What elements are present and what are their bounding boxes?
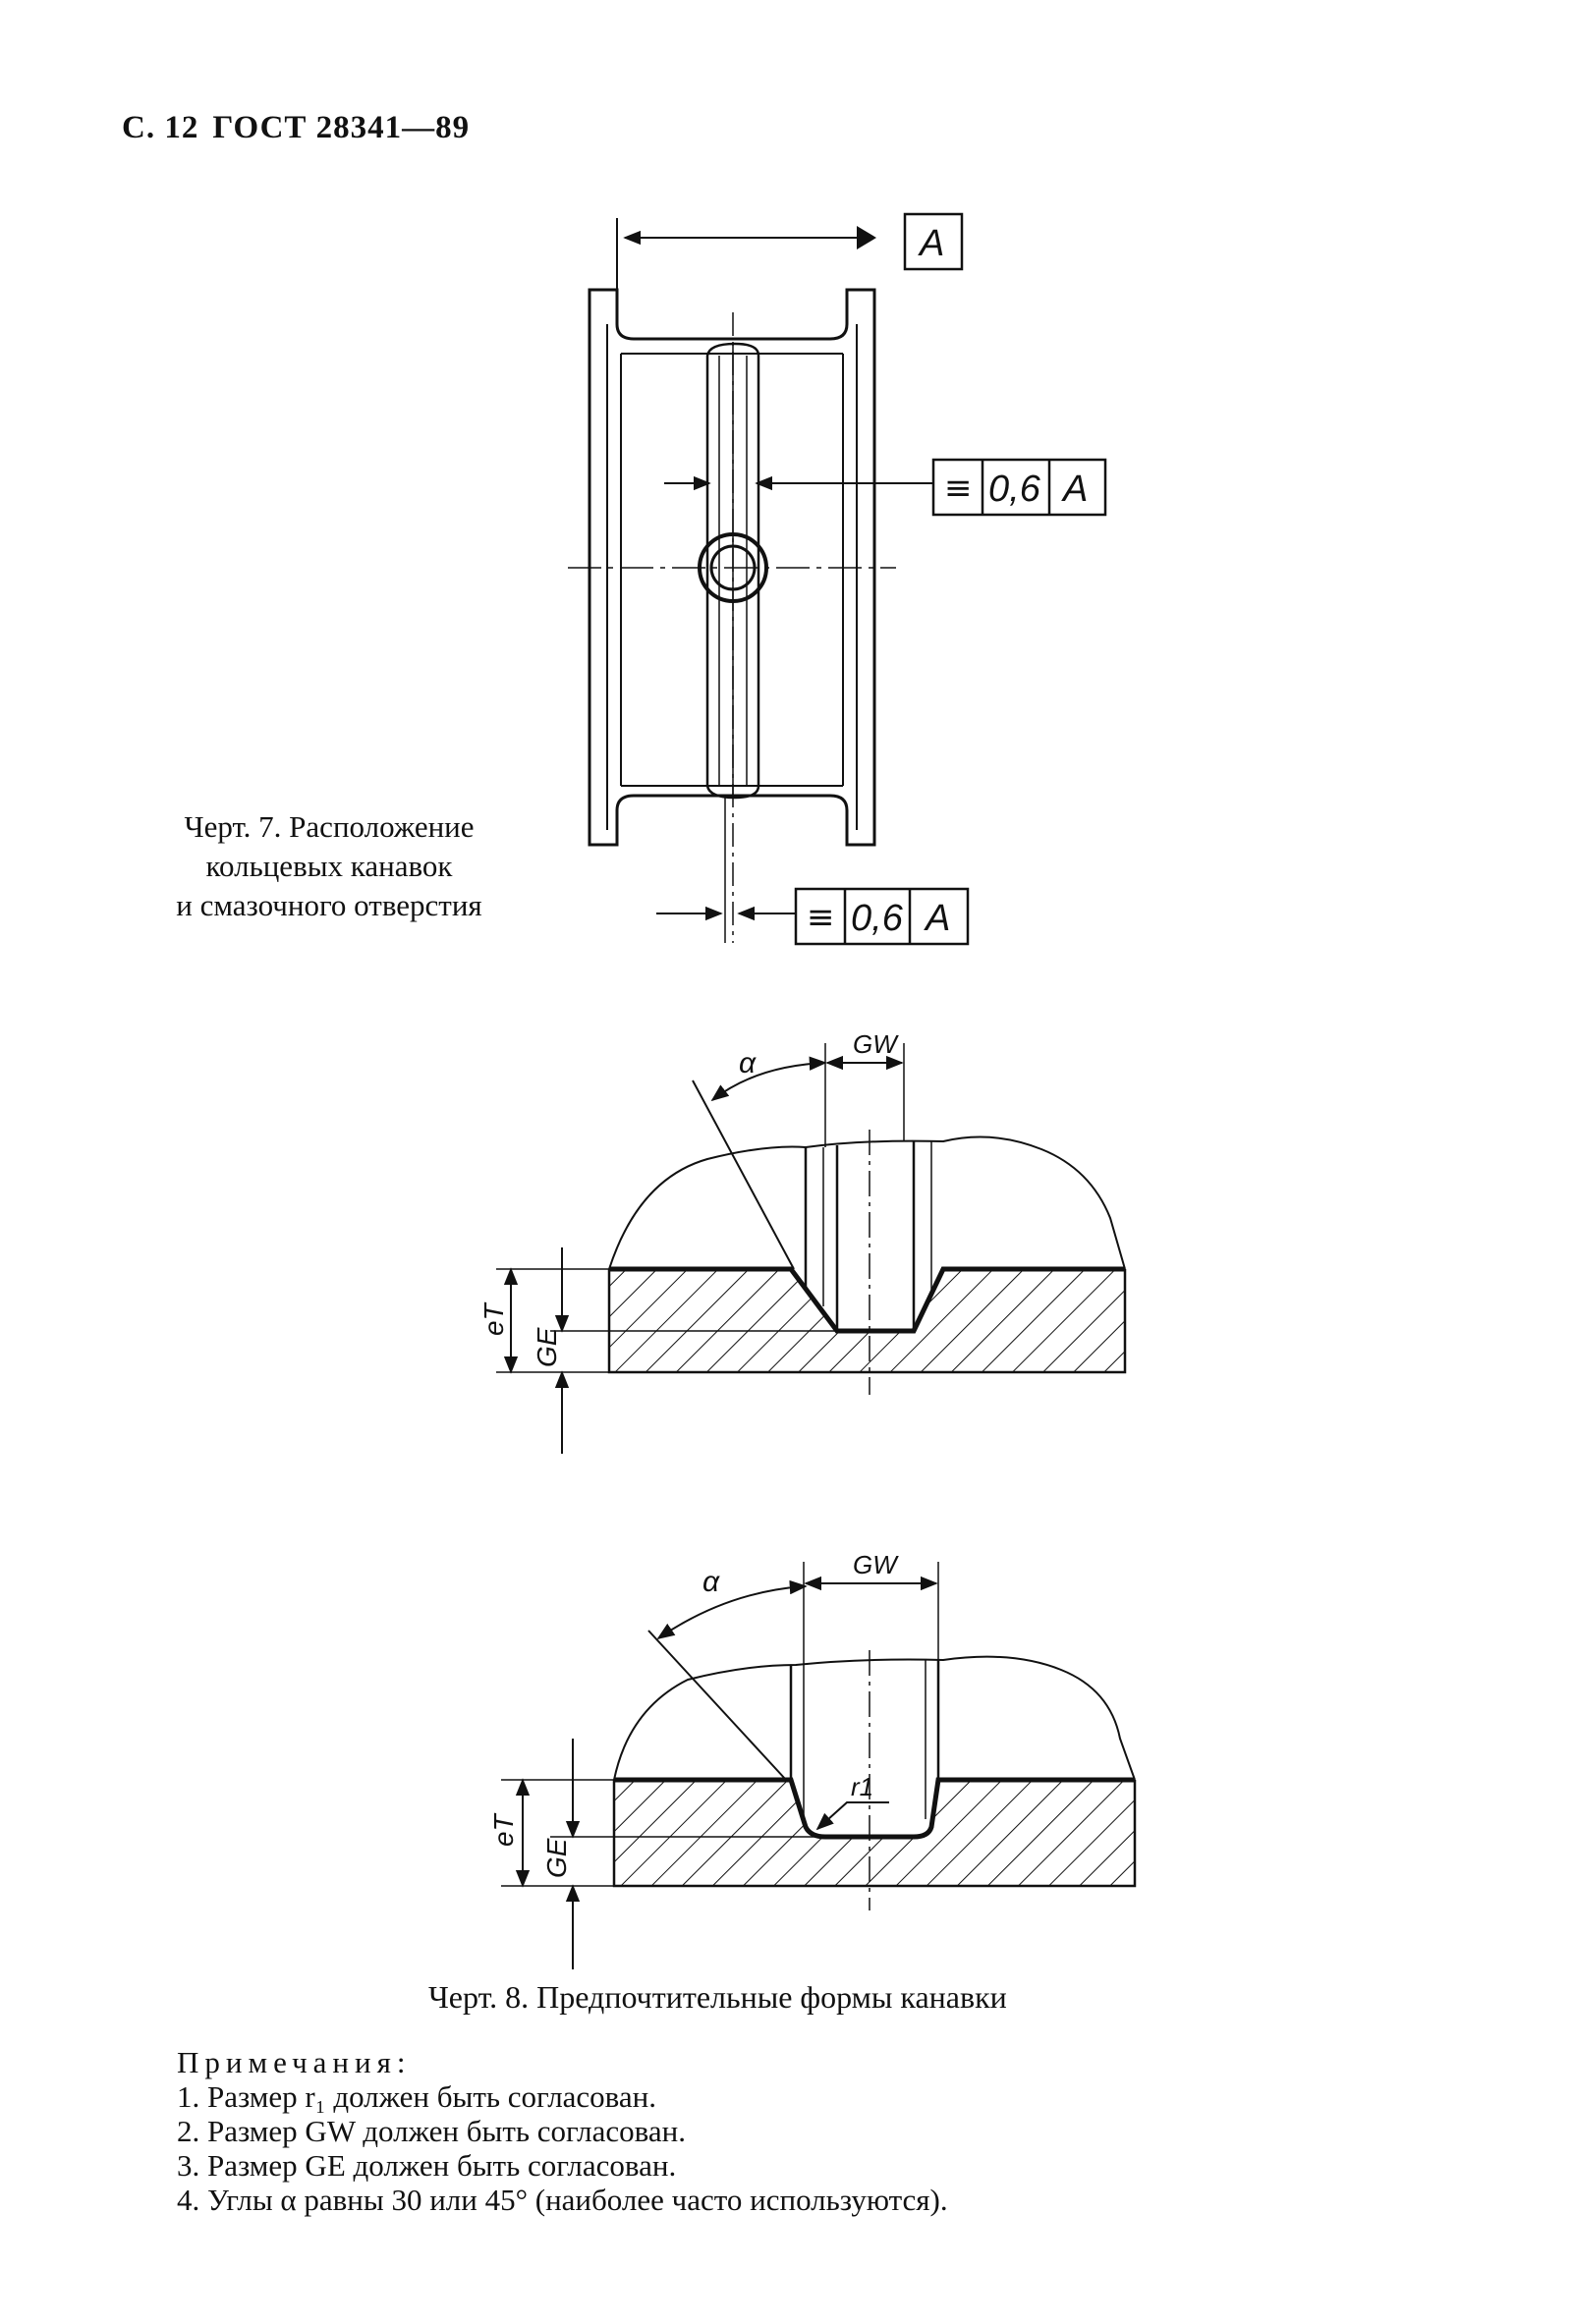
fig8-lower-labels: α GW r1 eT GE <box>488 1550 899 1878</box>
fig8-lower-drawing <box>501 1562 1137 1969</box>
page-number: С. 12 <box>122 110 199 145</box>
fig7-caption-line: Черт. 7. Расположение <box>184 809 475 844</box>
tolerance-datum-top: A <box>1061 469 1088 510</box>
fig8-caption: Черт. 8. Предпочтительные формы канавки <box>428 1979 1007 2015</box>
gw-label-upper: GW <box>853 1029 899 1059</box>
tolerance-datum-bottom: A <box>924 898 950 939</box>
note-item: 1. Размер r₁ должен быть согласован. <box>177 2079 657 2114</box>
fig7-caption-line: кольцевых канавок <box>205 849 453 883</box>
alpha-label-upper: α <box>739 1047 757 1079</box>
page-header: С. 12 ГОСТ 28341—89 <box>122 110 483 146</box>
symmetry-symbol-top: ≡ <box>944 469 973 508</box>
fig7-labels: A ≡ 0,6 A ≡ 0,6 A <box>807 223 1088 939</box>
et-label-upper: eT <box>478 1301 509 1336</box>
ge-label-lower: GE <box>541 1838 572 1878</box>
ge-label-upper: GE <box>532 1327 562 1367</box>
standard-number: ГОСТ 28341—89 <box>212 110 471 145</box>
fig7-caption: Черт. 7. Расположение кольцевых канавок … <box>118 807 540 925</box>
note-item: 3. Размер GE должен быть согласован. <box>177 2148 677 2183</box>
alpha-label-lower: α <box>702 1566 720 1598</box>
tolerance-value-bottom: 0,6 <box>851 898 904 939</box>
datum-a-label: A <box>918 223 944 264</box>
fig8-upper-drawing <box>496 1043 1127 1454</box>
tolerance-value-top: 0,6 <box>988 469 1041 510</box>
note-item: 2. Размер GW должен быть согласован. <box>177 2114 686 2148</box>
notes-title: Примечания: <box>177 2045 412 2079</box>
gw-label-lower: GW <box>853 1550 899 1579</box>
note-item: 4. Углы α равны 30 или 45° (наиболее час… <box>177 2183 948 2217</box>
fig8-upper-labels: α GW eT GE <box>478 1029 899 1367</box>
symmetry-symbol-bottom: ≡ <box>807 898 835 937</box>
r1-label: r1 <box>851 1772 873 1801</box>
fig7-drawing <box>568 212 1107 946</box>
et-label-lower: eT <box>488 1812 519 1847</box>
fig7-caption-line: и смазочного отверстия <box>176 888 482 922</box>
notes-block: Примечания: 1. Размер r₁ должен быть сог… <box>177 2045 948 2217</box>
